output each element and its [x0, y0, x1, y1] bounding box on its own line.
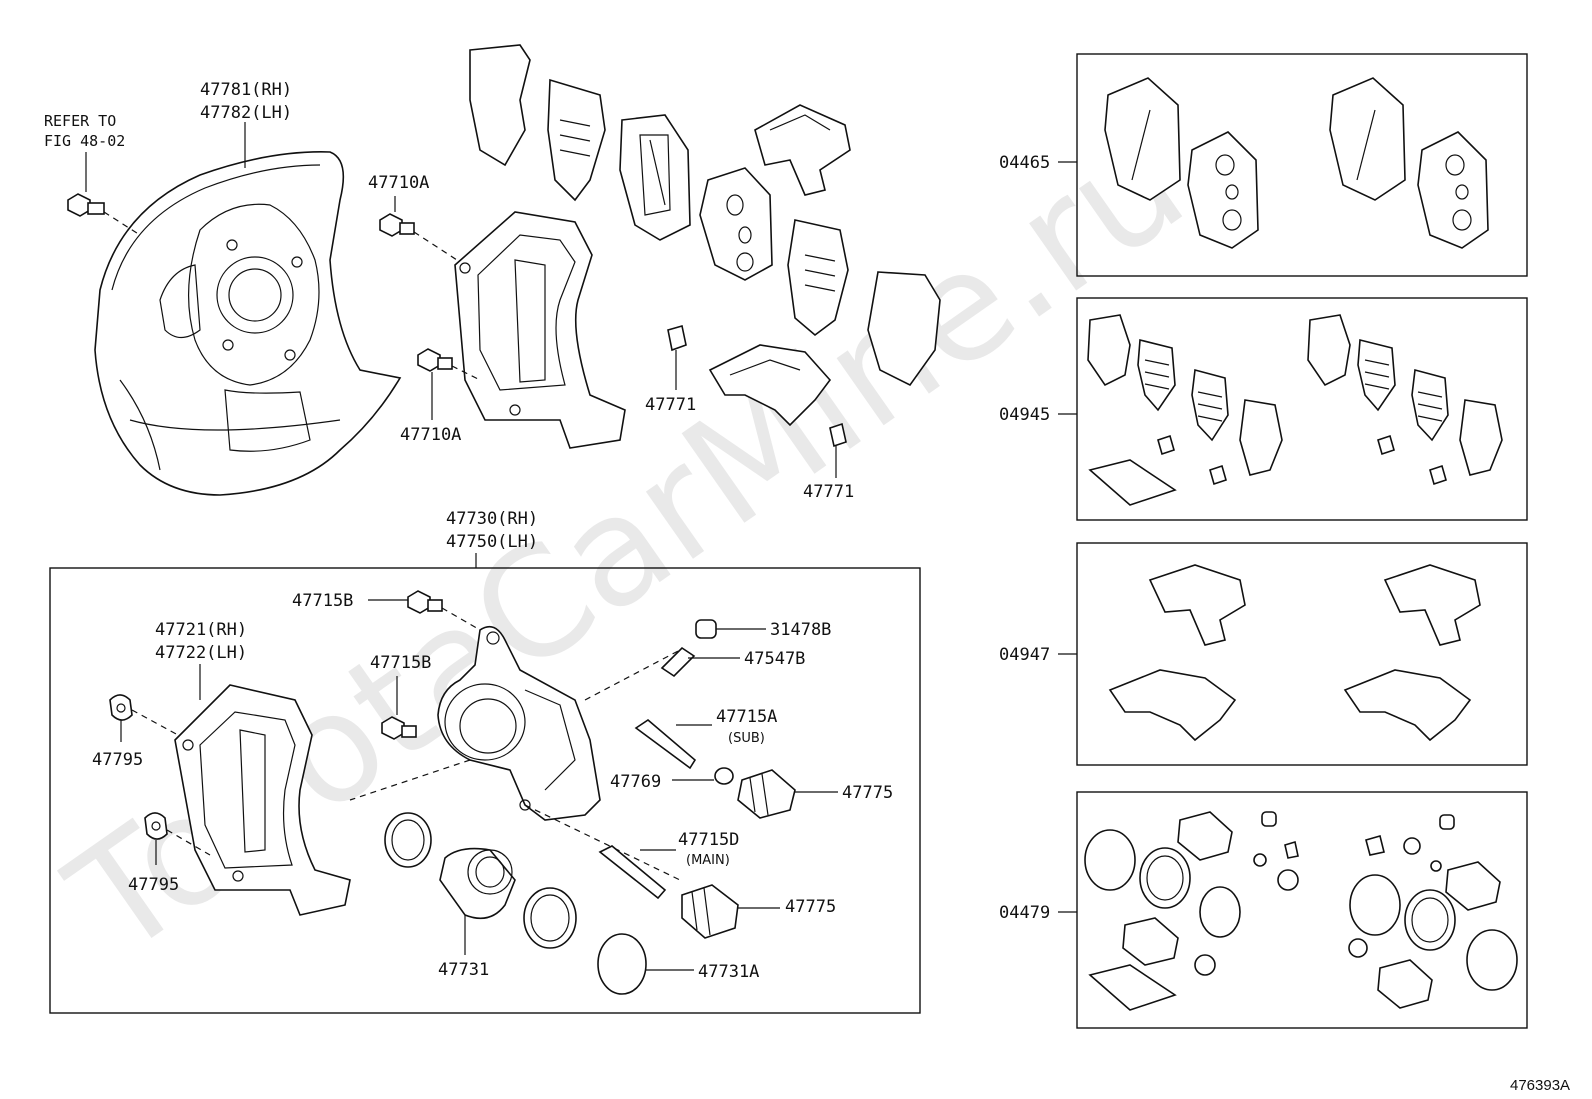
brake-pad-a[interactable] — [619, 114, 691, 241]
label-47715d: 47715D — [678, 830, 739, 850]
shim-outer-a[interactable] — [469, 44, 531, 167]
label-04479: 04479 — [999, 903, 1050, 923]
label-47547b: 47547B — [744, 649, 805, 669]
bleeder-cap-31478b[interactable] — [695, 619, 717, 639]
label-04947: 04947 — [999, 645, 1050, 665]
kit-04479-seals[interactable] — [1084, 811, 1518, 1011]
label-47782-lh: 47782(LH) — [200, 103, 292, 123]
plate-47795-a[interactable] — [109, 694, 133, 721]
anti-squeal-spring-a[interactable] — [754, 104, 851, 196]
bushing-47769[interactable] — [714, 767, 734, 785]
label-47771-a: 47771 — [645, 395, 696, 415]
label-47731a: 47731A — [698, 962, 759, 982]
kit-04947-springs[interactable] — [1108, 564, 1481, 742]
kit-04945-frame — [1076, 297, 1528, 521]
label-31478b: 31478B — [770, 620, 831, 640]
label-47710a-top: 47710A — [368, 173, 429, 193]
bolt-47710a-bottom[interactable] — [417, 348, 453, 372]
brake-pad-b[interactable] — [699, 167, 773, 281]
caliper-bracket-part[interactable] — [454, 211, 626, 449]
piston-seal-ring[interactable] — [384, 812, 432, 868]
dust-cover-part[interactable] — [94, 151, 402, 496]
bolt-47715b-top[interactable] — [407, 590, 443, 614]
label-47715d-main: (MAIN) — [686, 853, 730, 868]
label-47710a-bottom: 47710A — [400, 425, 461, 445]
pin-boot-47775-b[interactable] — [681, 884, 739, 939]
kit-04479-frame — [1076, 791, 1528, 1029]
label-47775-b: 47775 — [785, 897, 836, 917]
pad-clip-47771-b[interactable] — [829, 422, 847, 448]
pin-boot-47775-a[interactable] — [737, 769, 796, 819]
label-47750-lh: 47750(LH) — [446, 532, 538, 552]
bleeder-plug-47547b[interactable] — [660, 646, 696, 678]
bolt-47710a-top[interactable] — [379, 213, 415, 237]
label-47775-a: 47775 — [842, 783, 893, 803]
label-47730-rh: 47730(RH) — [446, 509, 538, 529]
refer-to-note: REFER TO — [44, 112, 116, 130]
shim-outer-b[interactable] — [867, 271, 941, 387]
anti-squeal-spring-b[interactable] — [708, 344, 832, 427]
shim-inner-b[interactable] — [787, 219, 849, 337]
bolt-dust-cover[interactable] — [67, 193, 105, 217]
label-47715a-sub: (SUB) — [728, 731, 765, 746]
label-04465: 04465 — [999, 153, 1050, 173]
slide-pin-47715a[interactable] — [634, 718, 697, 770]
cylinder-seal-47731a[interactable] — [597, 933, 647, 995]
caliper-mounting-part[interactable] — [174, 684, 351, 916]
label-47771-b: 47771 — [803, 482, 854, 502]
label-04945: 04945 — [999, 405, 1050, 425]
kit-04465-pads[interactable] — [1104, 77, 1489, 249]
label-47722-lh: 47722(LH) — [155, 643, 247, 663]
figure-number: 476393A — [1510, 1077, 1570, 1094]
plate-47795-b[interactable] — [144, 812, 168, 840]
bolt-47715b-mid[interactable] — [381, 716, 417, 740]
piston-47731[interactable] — [439, 847, 516, 920]
refer-fig-note: FIG 48-02 — [44, 132, 125, 150]
kit-04945-shims[interactable] — [1087, 314, 1503, 506]
label-47715a: 47715A — [716, 707, 777, 727]
label-47715b-mid: 47715B — [370, 653, 431, 673]
label-47721-rh: 47721(RH) — [155, 620, 247, 640]
dust-boot-ring[interactable] — [523, 887, 577, 949]
kit-04465-frame — [1076, 53, 1528, 277]
shim-inner-a[interactable] — [547, 78, 606, 202]
label-47795-a: 47795 — [92, 750, 143, 770]
label-47731: 47731 — [438, 960, 489, 980]
label-47769: 47769 — [610, 772, 661, 792]
caliper-assembly-frame — [49, 567, 921, 1014]
label-47795-b: 47795 — [128, 875, 179, 895]
label-47781-rh: 47781(RH) — [200, 80, 292, 100]
slide-pin-47715d[interactable] — [598, 845, 667, 900]
label-47715b-top: 47715B — [292, 591, 353, 611]
caliper-body-part[interactable] — [437, 625, 601, 821]
pad-clip-47771-a[interactable] — [667, 324, 687, 352]
